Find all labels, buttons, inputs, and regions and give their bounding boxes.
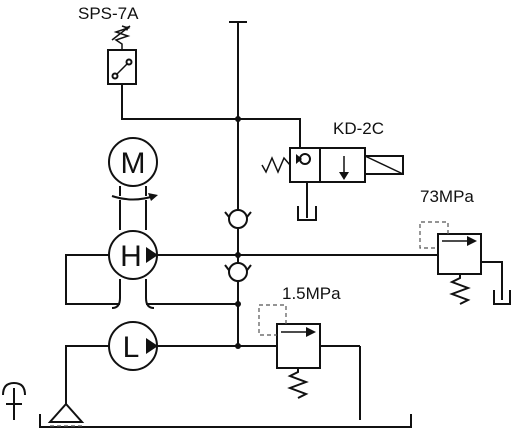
solenoid-valve-label: KD-2C [333,119,384,138]
suction-loop [65,254,241,307]
check-valve-upper [224,209,252,230]
solenoid-valve-kd2c [238,118,404,221]
motor-symbol: M [121,147,146,180]
low-pressure-line [65,343,361,420]
motor [108,137,158,230]
main-pressure-line [229,21,247,346]
pressure-switch-label: SPS-7A [78,4,139,23]
low-pump-symbol: L [123,331,140,364]
relief-valve-high-label: 73MPa [420,187,474,206]
relief-valve-1-5mpa [258,304,321,399]
breather-icon [2,381,26,420]
pressure-switch-sps7a [107,25,241,122]
relief-valve-73mpa [419,221,511,305]
reservoir-tank [39,402,412,428]
relief-valve-low-label: 1.5MPa [282,284,341,303]
check-valve-lower [224,262,252,284]
high-pump-symbol: H [120,240,142,273]
high-pressure-line [157,252,438,258]
